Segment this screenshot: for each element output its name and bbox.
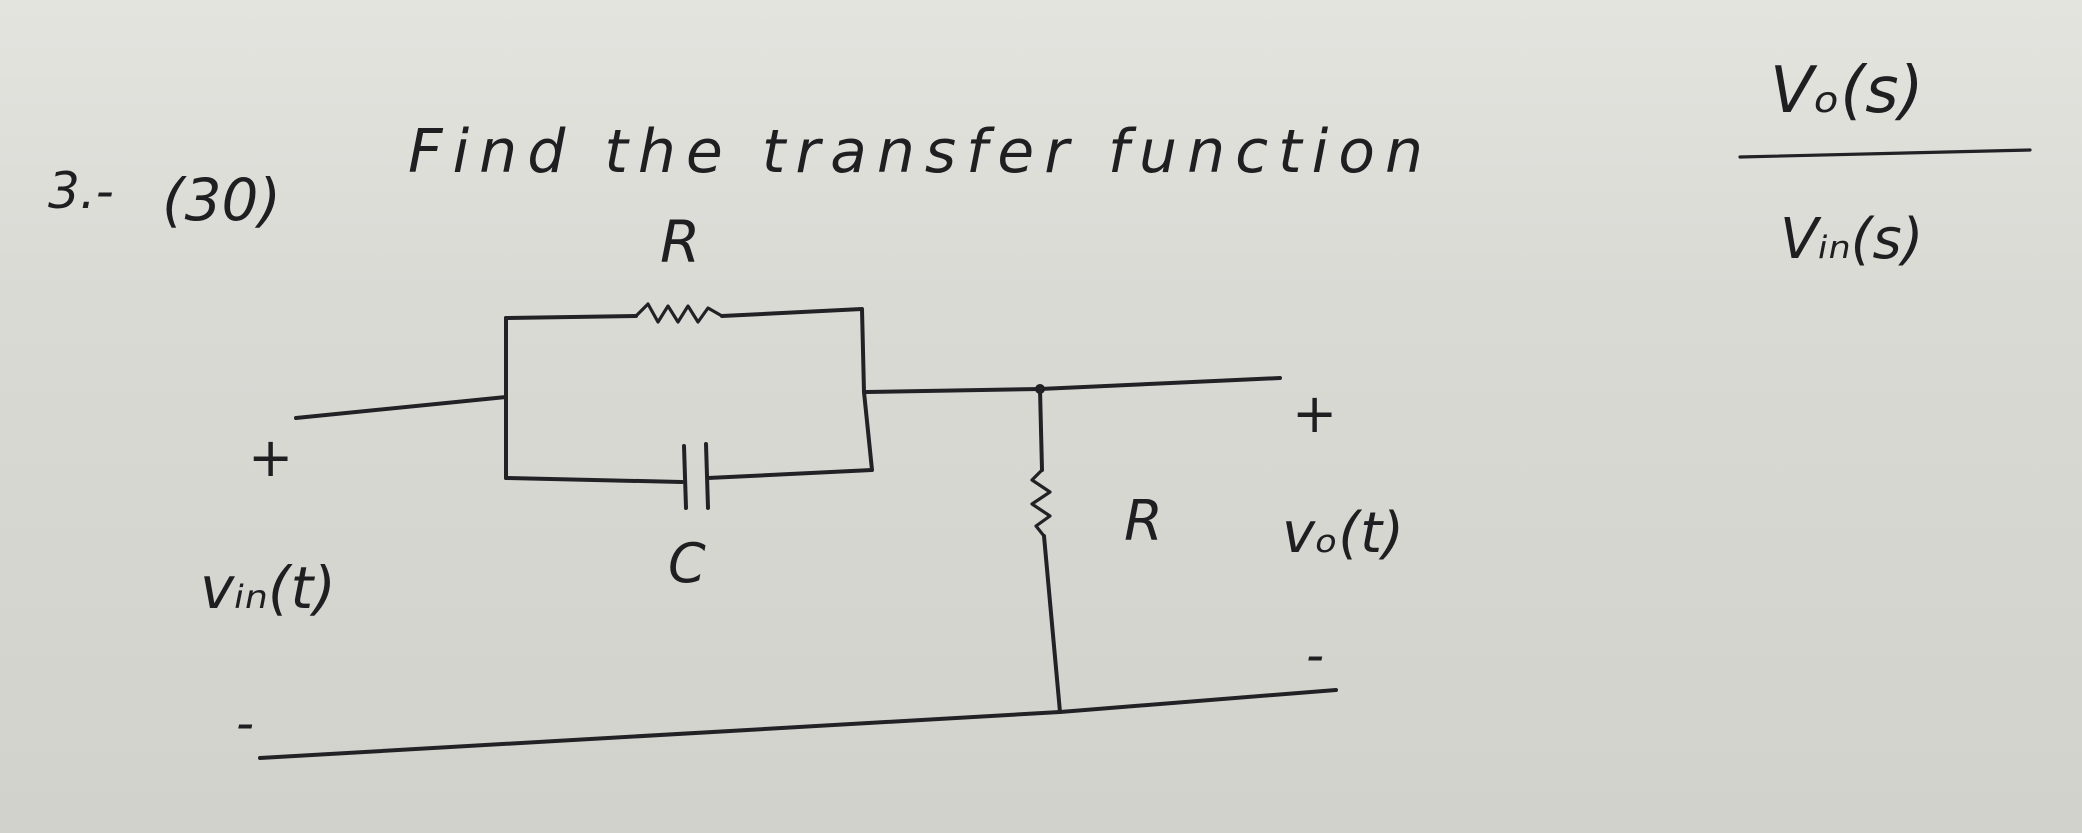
fraction-bar	[1738, 148, 2032, 159]
bottom-branch-wire-right	[706, 390, 874, 480]
fraction-denominator: Vᵢₙ(s)	[1780, 207, 1924, 272]
series-resistor-label: R	[660, 208, 700, 276]
shunt-wire-bottom	[1042, 534, 1062, 714]
top-branch-wire-right	[720, 307, 866, 394]
output-plus: +	[1292, 382, 1337, 445]
output-minus: -	[1306, 626, 1324, 684]
input-wire	[294, 395, 508, 420]
return-wire	[258, 688, 1338, 760]
input-plus: +	[248, 426, 293, 489]
input-voltage-label: vᵢₙ(t)	[200, 554, 336, 622]
output-voltage-label: vₒ(t)	[1282, 501, 1404, 566]
shunt-wire-top	[1038, 387, 1044, 472]
problem-points: (30)	[162, 166, 281, 234]
bottom-branch-wire-left	[504, 476, 684, 484]
capacitor-plate-left	[682, 444, 688, 510]
circuit-diagram: R C R + vᵢₙ(t) - + vₒ(t) -	[200, 208, 1404, 760]
input-minus: -	[236, 694, 254, 752]
transfer-function-fraction: Vₒ(s) Vᵢₙ(s)	[1738, 54, 2032, 272]
problem-number: 3.-	[48, 162, 114, 220]
output-top-wire	[864, 376, 1282, 394]
problem-statement: Find the transfer function	[408, 117, 1433, 187]
shunt-resistor-label: R	[1124, 489, 1163, 554]
shunt-resistor-zigzag	[1030, 468, 1052, 538]
series-resistor-zigzag	[634, 302, 724, 324]
top-branch-wire-left	[504, 314, 638, 320]
fraction-numerator: Vₒ(s)	[1770, 54, 1924, 128]
capacitor-plate-right	[704, 442, 710, 510]
capacitor-label: C	[668, 532, 706, 595]
